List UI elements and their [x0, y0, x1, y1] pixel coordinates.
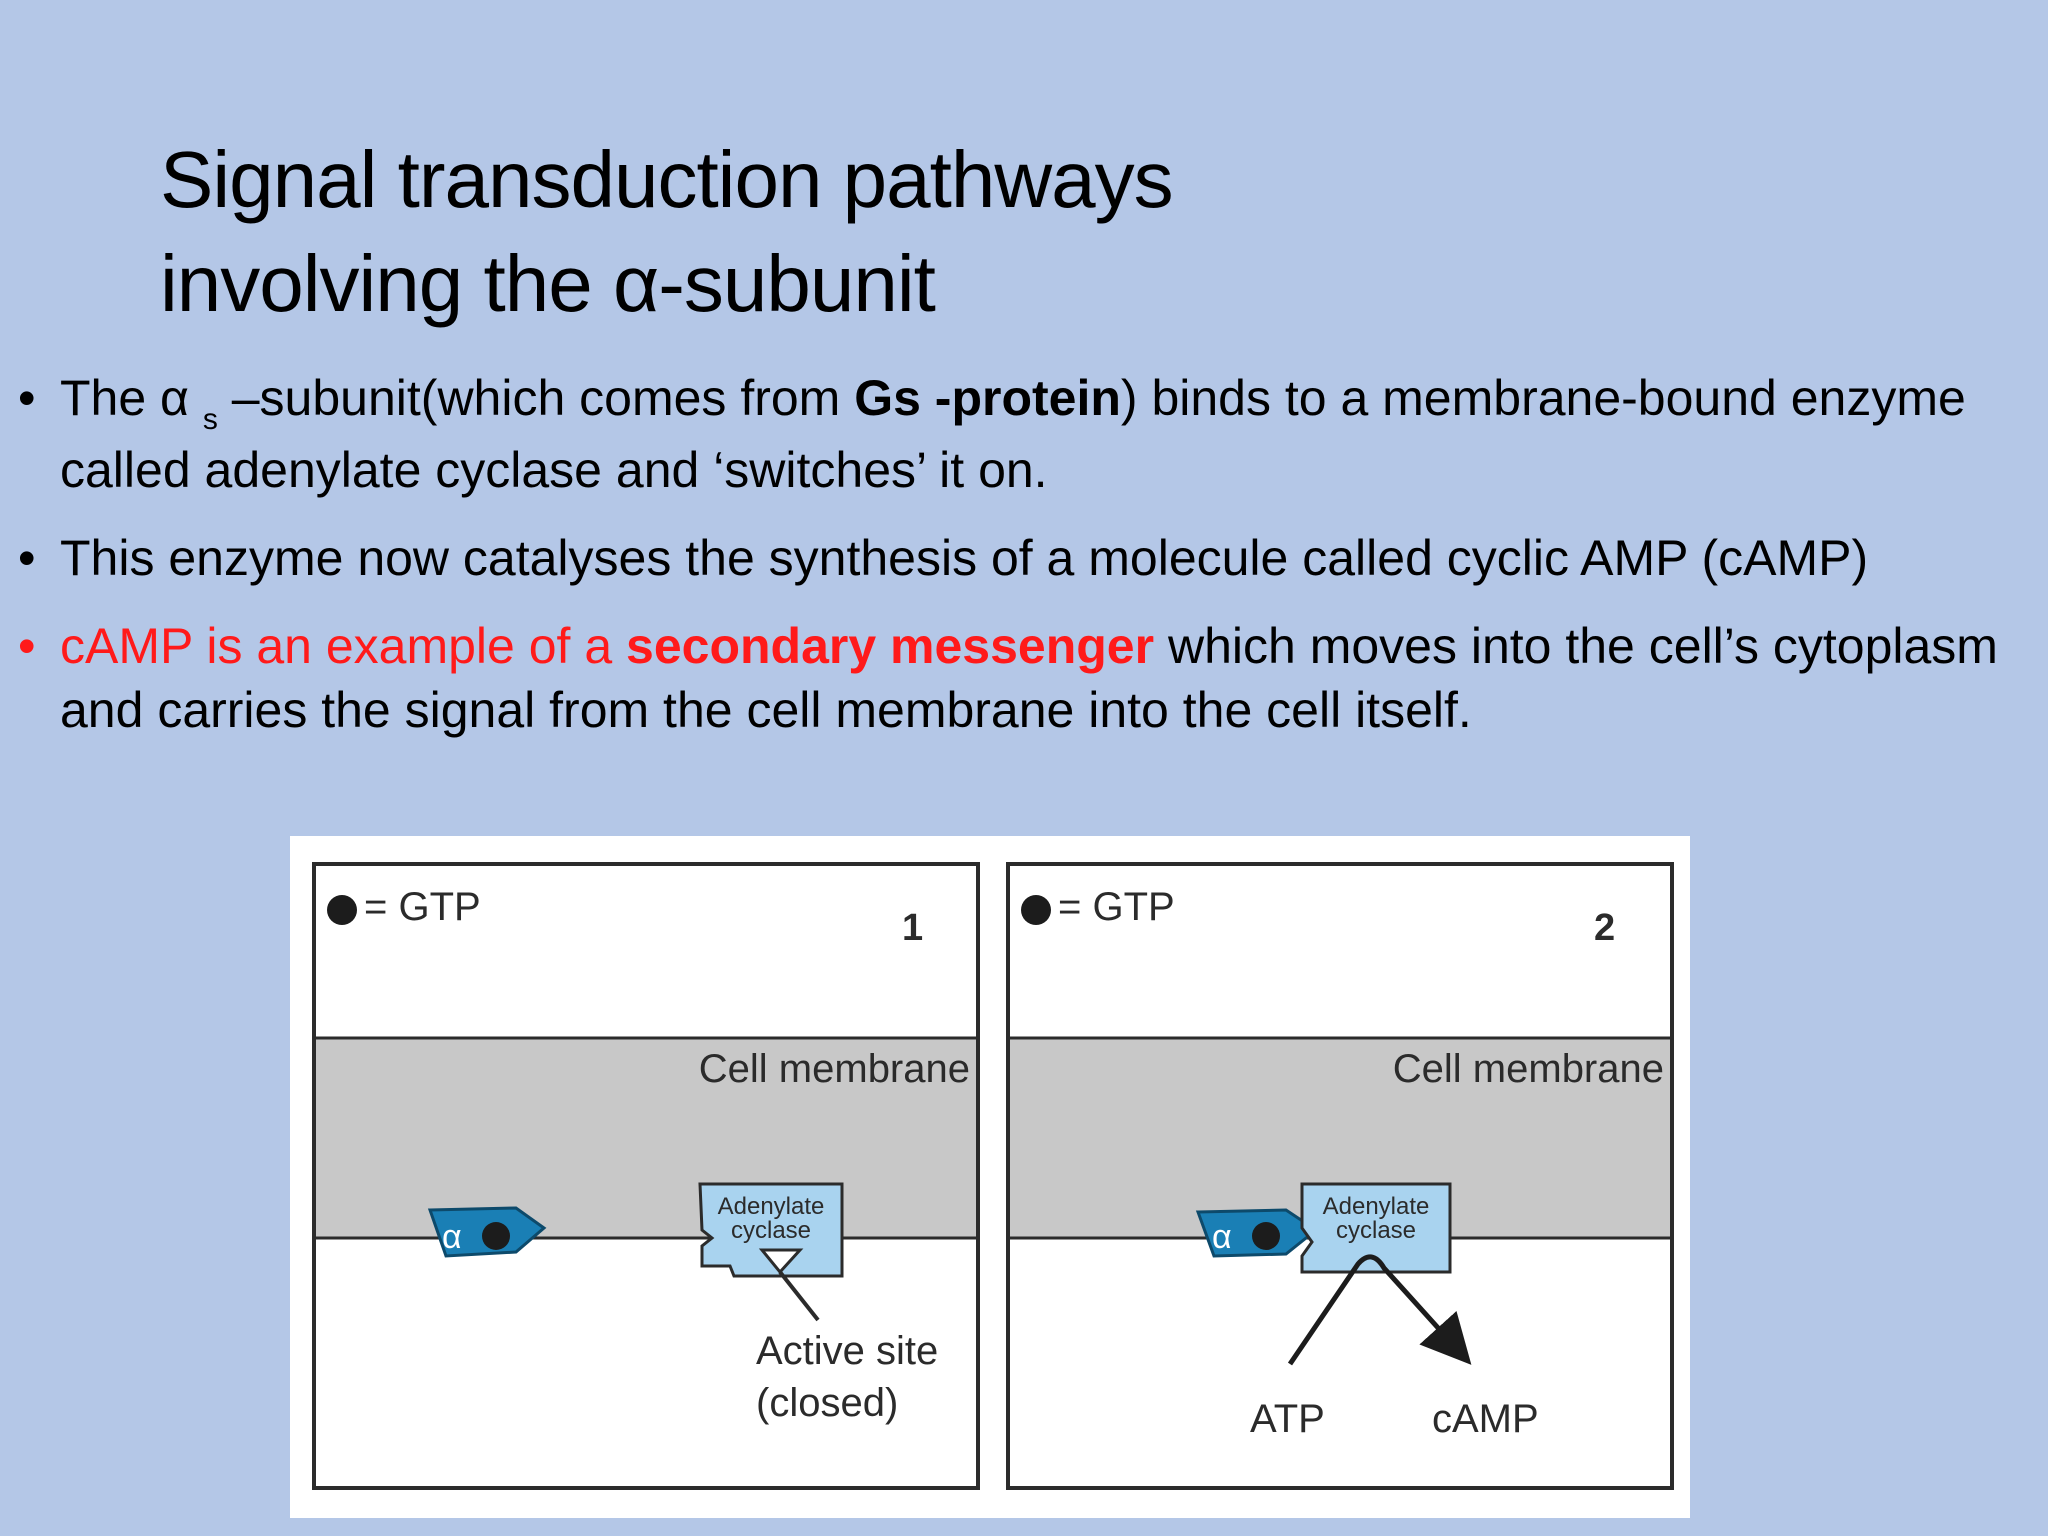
bullet-1-bold: Gs -protein — [854, 370, 1121, 426]
bullet-3-red-bold: secondary messenger — [626, 618, 1155, 674]
gtp-bound-icon — [482, 1222, 510, 1250]
bullet-marker: • — [18, 530, 36, 586]
bullet-marker: • — [18, 618, 36, 674]
panel-1-enzyme-line-1: Adenylate — [718, 1193, 825, 1220]
panel-2-enzyme-line-1: Adenylate — [1323, 1193, 1430, 1220]
panel-1-site-line-2: (closed) — [756, 1381, 898, 1425]
panel-1-membrane — [314, 1038, 978, 1238]
bullet-1-text-b: –subunit(which comes from — [217, 370, 855, 426]
panel-1-pointer-line — [778, 1270, 820, 1322]
bullet-item-3: • cAMP is an example of a secondary mess… — [18, 614, 2028, 742]
gtp-icon — [327, 895, 357, 925]
bullet-3-red-text: cAMP is an example of a — [60, 618, 627, 674]
bullet-3-rest: which moves into the cell’s cytoplasm an… — [60, 618, 1998, 738]
signal-diagram-svg: = GTP 1 Cell membrane α Adenylate cyclas… — [312, 862, 1674, 1490]
panel-1-membrane-label: Cell membrane — [699, 1047, 970, 1091]
bullet-1-text-c: ) binds to a membrane-bound enzyme calle… — [60, 370, 1966, 498]
panel-1-site-line-1: Active site — [756, 1329, 938, 1373]
reaction-arrow — [1287, 1254, 1472, 1366]
active-site-closed-icon — [758, 1248, 804, 1275]
signal-diagram: = GTP 1 Cell membrane α Adenylate cyclas… — [290, 836, 1690, 1518]
adenylate-cyclase-icon: Adenylate cyclase — [698, 1182, 844, 1278]
alpha-subunit-icon: α — [427, 1206, 547, 1258]
title-line-1: Signal transduction pathways — [160, 135, 1174, 224]
adenylate-cyclase-icon: Adenylate cyclase — [1300, 1182, 1452, 1274]
gtp-icon — [1021, 895, 1051, 925]
panel-2-enzyme-line-2: cyclase — [1336, 1217, 1416, 1244]
title-line-2: involving the α-subunit — [160, 239, 936, 328]
slide-title: Signal transduction pathways involving t… — [160, 128, 1660, 336]
bullet-marker: • — [18, 370, 36, 426]
panel-2-legend: = GTP — [1058, 885, 1175, 929]
panel-2-substrate: ATP — [1250, 1397, 1325, 1441]
panel-1: = GTP 1 Cell membrane α Adenylate cyclas… — [312, 862, 980, 1490]
bullet-item-2: • This enzyme now catalyses the synthesi… — [18, 526, 2028, 590]
panel-2-product: cAMP — [1432, 1397, 1539, 1441]
bullet-2-text: This enzyme now catalyses the synthesis … — [60, 530, 1869, 586]
panel-2-membrane-label: Cell membrane — [1393, 1047, 1664, 1091]
alpha-subunit-icon: α — [1195, 1208, 1319, 1258]
panel-2-frame — [1006, 862, 1674, 1490]
panel-1-number: 1 — [902, 907, 923, 949]
panel-1-enzyme-line-2: cyclase — [731, 1217, 811, 1244]
bullet-list: • The α s –subunit(which comes from Gs -… — [18, 366, 2028, 766]
panel-1-legend: = GTP — [364, 885, 481, 929]
bullet-1-subscript: s — [202, 403, 218, 436]
panel-1-subunit-label: α — [442, 1218, 462, 1256]
bullet-1-text-a: The α — [60, 370, 203, 426]
panel-2-number: 2 — [1594, 907, 1615, 949]
panel-2: = GTP 2 Cell membrane α Adenylate cyclas… — [1006, 862, 1674, 1490]
bullet-item-1: • The α s –subunit(which comes from Gs -… — [18, 366, 2028, 502]
panel-1-frame — [312, 862, 980, 1490]
gtp-bound-icon — [1252, 1222, 1280, 1250]
panel-2-subunit-label: α — [1212, 1218, 1232, 1256]
